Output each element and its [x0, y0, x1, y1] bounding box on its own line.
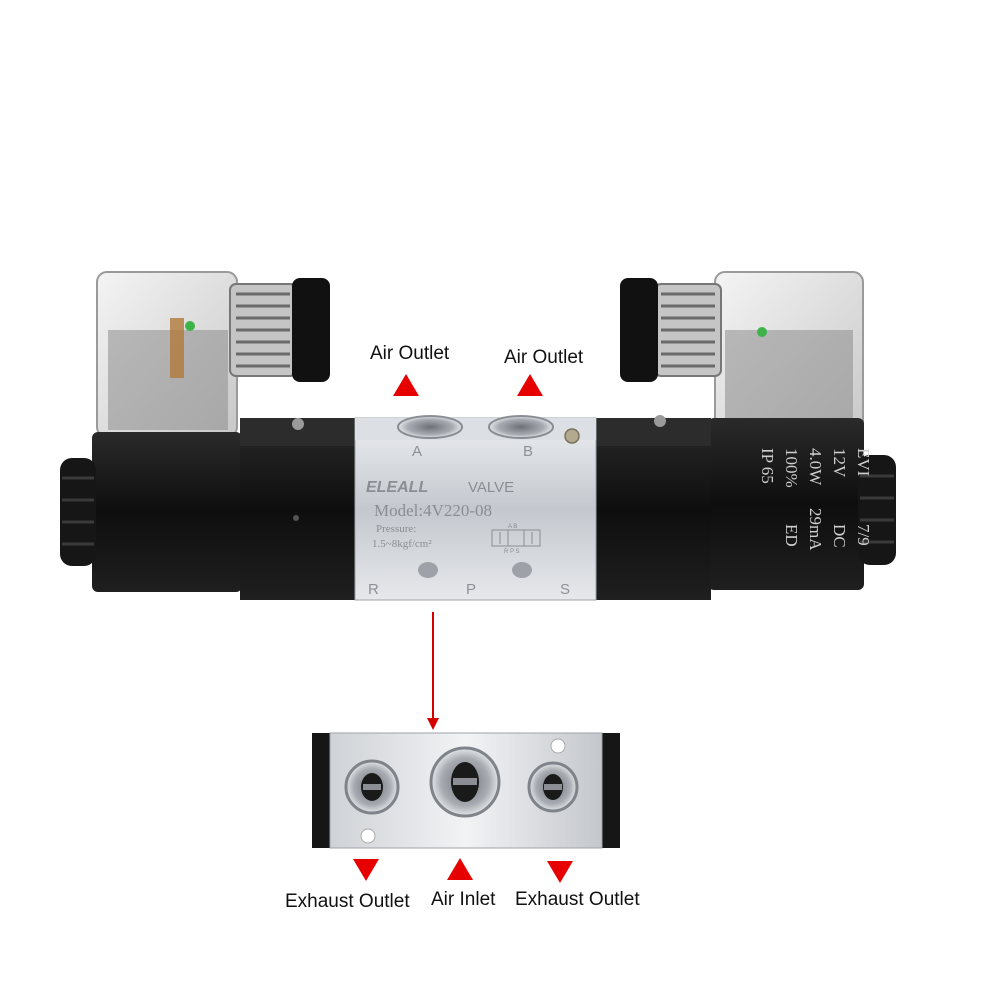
model-label: Model:4V220-08 — [374, 501, 492, 520]
symbol-ports-bottom: R P S — [504, 549, 520, 555]
exhaust-right-label: Exhaust Outlet — [515, 889, 640, 910]
coil-spec-line-1: EVI — [854, 448, 873, 477]
callout-arrow — [427, 612, 439, 730]
port-a-label: A — [412, 443, 422, 460]
coil-spec-line-2: 12V — [830, 448, 849, 478]
exhaust-right-arrow — [547, 861, 573, 883]
valve-body — [292, 415, 666, 601]
brand-logo-text: ELEALL — [366, 479, 428, 496]
air-outlet-b-label: Air Outlet — [504, 347, 584, 368]
left-connector — [96, 271, 330, 438]
left-end-cap — [240, 418, 355, 600]
coil-spec-line-5: IP 65 — [758, 448, 777, 484]
coil-spec-text: EVI 12V 4.0W 100% IP 65 7/9 DC 29mA ED — [758, 448, 873, 551]
air-inlet-arrow — [447, 858, 473, 880]
air-outlet-a-arrow — [393, 374, 419, 396]
pressure-label: Pressure: — [376, 523, 416, 535]
valve-type-label: VALVE — [468, 479, 514, 496]
pressure-value: 1.5~8kgf/cm² — [372, 538, 432, 550]
port-r-label: R — [368, 581, 379, 598]
coil-spec-line-6: 7/9 — [854, 524, 873, 546]
port-p-label: P — [466, 581, 476, 598]
port-b-label: B — [523, 443, 533, 460]
coil-spec-line-3: 4.0W — [806, 448, 825, 486]
coil-spec-line-4: 100% — [782, 448, 801, 488]
exhaust-left-label: Exhaust Outlet — [285, 891, 410, 912]
exhaust-left-arrow — [353, 859, 379, 881]
coil-spec-line-8: 29mA — [806, 508, 825, 551]
air-outlet-a-label: Air Outlet — [370, 343, 450, 364]
air-outlet-b-arrow — [517, 374, 543, 396]
coil-spec-line-9: ED — [782, 524, 801, 547]
left-solenoid-coil — [60, 432, 242, 592]
air-inlet-label: Air Inlet — [431, 889, 496, 910]
right-end-cap — [596, 418, 711, 600]
right-solenoid-coil — [708, 418, 896, 590]
coil-spec-line-7: DC — [830, 524, 849, 548]
bottom-port-view — [312, 732, 620, 849]
port-s-label: S — [560, 581, 570, 598]
right-connector — [620, 271, 864, 438]
symbol-ports-top: A B — [508, 524, 517, 530]
